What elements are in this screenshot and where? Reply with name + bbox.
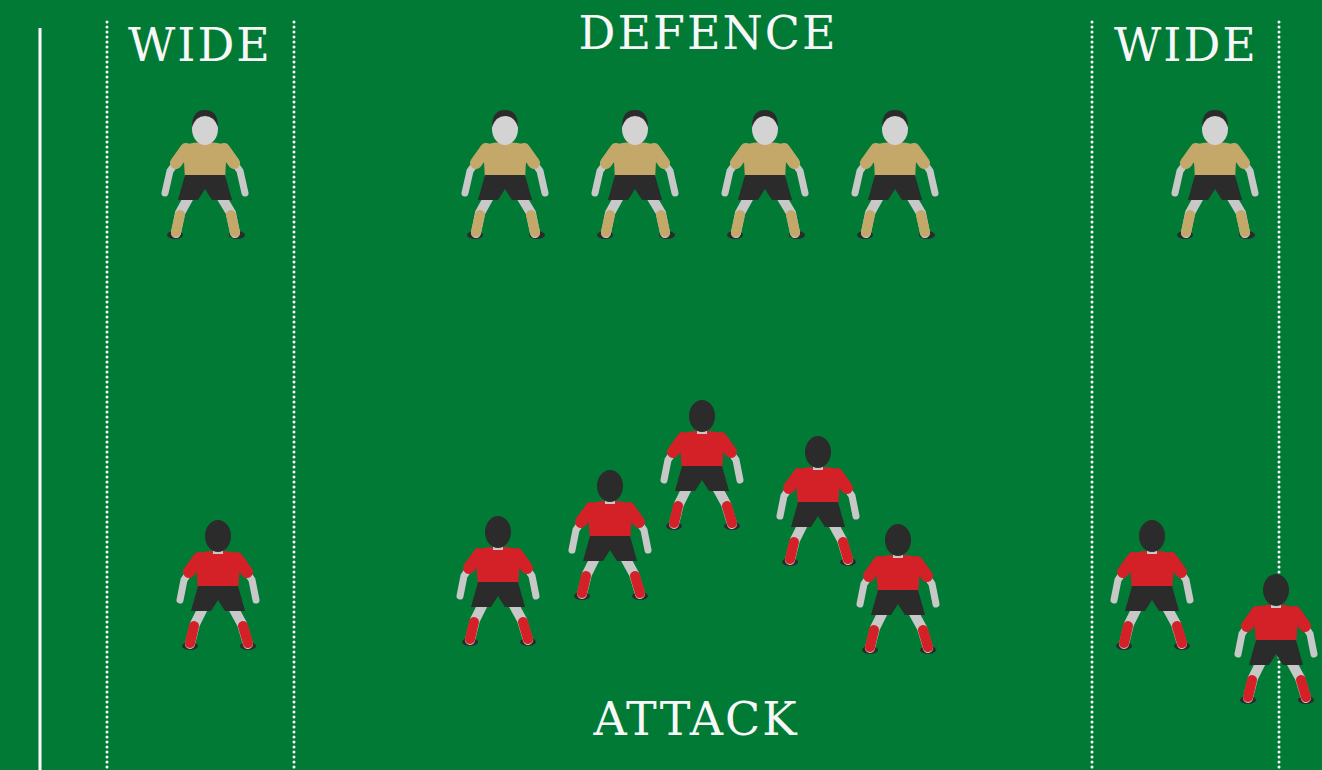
defenders bbox=[165, 110, 1255, 239]
lane-label: WIDE bbox=[1114, 20, 1258, 71]
zone-label: ATTACK bbox=[593, 694, 798, 745]
lane-label: WIDE bbox=[128, 20, 272, 71]
zone-label: DEFENCE bbox=[579, 8, 838, 59]
attackers bbox=[180, 400, 1314, 704]
lane-lines bbox=[107, 22, 1279, 770]
touch-line bbox=[39, 28, 42, 770]
